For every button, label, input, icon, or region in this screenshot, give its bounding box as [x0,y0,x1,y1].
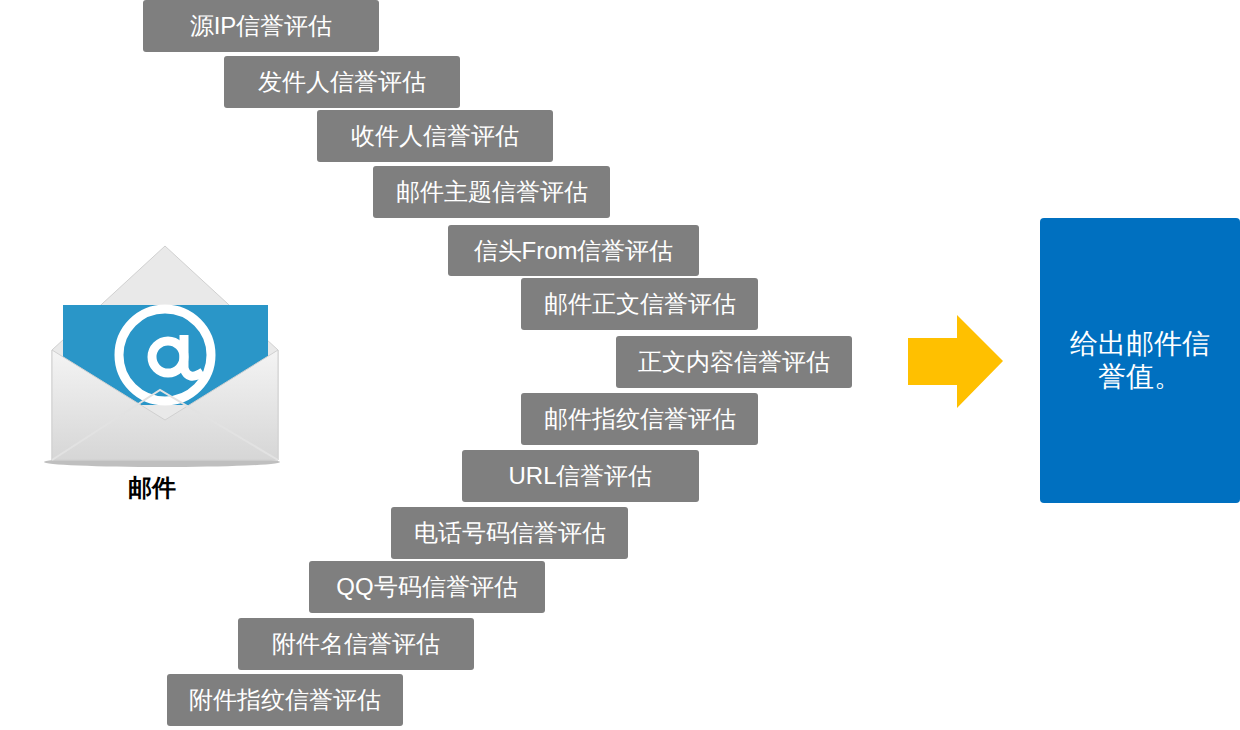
evaluation-box: 邮件指纹信誉评估 [521,393,758,445]
box-label: 附件指纹信誉评估 [189,684,381,716]
result-box: 给出邮件信誉值。 [1040,218,1240,503]
box-label: 发件人信誉评估 [258,66,426,98]
box-label: 附件名信誉评估 [272,628,440,660]
result-text: 给出邮件信誉值。 [1065,328,1215,392]
box-label: 邮件正文信誉评估 [544,288,736,320]
box-label: 源IP信誉评估 [190,10,333,42]
evaluation-box: 电话号码信誉评估 [391,507,628,559]
evaluation-box: URL信誉评估 [462,450,699,502]
evaluation-box: 正文内容信誉评估 [616,336,852,388]
envelope-icon [44,246,280,467]
box-label: URL信誉评估 [508,460,652,492]
evaluation-box: 源IP信誉评估 [143,0,379,52]
box-label: 邮件主题信誉评估 [396,176,588,208]
box-label: 收件人信誉评估 [351,120,519,152]
box-label: 邮件指纹信誉评估 [544,403,736,435]
flow-arrow [908,315,1003,408]
icon-caption: 邮件 [128,472,176,504]
evaluation-box: 附件指纹信誉评估 [167,674,403,726]
evaluation-box: QQ号码信誉评估 [309,561,545,613]
evaluation-box: 附件名信誉评估 [238,618,474,670]
box-label: 电话号码信誉评估 [414,517,606,549]
box-label: QQ号码信誉评估 [336,571,517,603]
evaluation-box: 发件人信誉评估 [224,56,460,108]
evaluation-box: 收件人信誉评估 [317,110,553,162]
evaluation-box: 信头From信誉评估 [448,225,699,276]
box-label: 正文内容信誉评估 [638,346,830,378]
box-label: 信头From信誉评估 [474,235,674,267]
evaluation-box: 邮件正文信誉评估 [521,278,758,330]
evaluation-box: 邮件主题信誉评估 [373,166,610,218]
